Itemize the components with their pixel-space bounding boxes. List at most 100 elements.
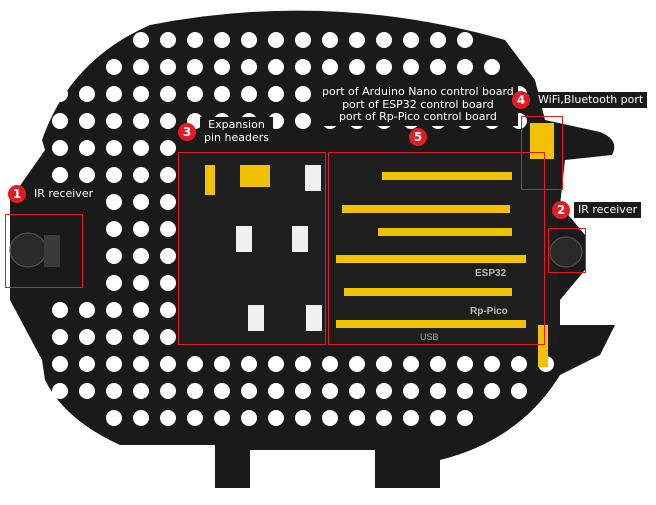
hole (133, 194, 149, 210)
callout-label-control-ports: port of Arduino Nano control board port … (318, 84, 518, 126)
hole (133, 113, 149, 129)
hole (376, 383, 392, 399)
hole (322, 383, 338, 399)
hole (133, 86, 149, 102)
hole (268, 383, 284, 399)
hole (160, 302, 176, 318)
hole (160, 248, 176, 264)
hole (106, 167, 122, 183)
hole (133, 248, 149, 264)
hole (79, 140, 95, 156)
hole (106, 248, 122, 264)
hole (160, 383, 176, 399)
hole (214, 410, 230, 426)
callout-number-2: 2 (552, 201, 570, 219)
hole (241, 32, 257, 48)
hole (268, 32, 284, 48)
hole (106, 86, 122, 102)
hole (79, 86, 95, 102)
hole (484, 356, 500, 372)
hole (106, 221, 122, 237)
hole (187, 356, 203, 372)
hole (430, 59, 446, 75)
hole (214, 32, 230, 48)
hole (187, 410, 203, 426)
hole (52, 356, 68, 372)
hole (133, 383, 149, 399)
hole (376, 410, 392, 426)
hole (295, 86, 311, 102)
hole (106, 410, 122, 426)
hole (295, 356, 311, 372)
hole (160, 194, 176, 210)
hole (106, 383, 122, 399)
hole (160, 32, 176, 48)
hole (457, 356, 473, 372)
hole (511, 356, 527, 372)
hole (322, 410, 338, 426)
hole (52, 113, 68, 129)
hole (268, 59, 284, 75)
callout-line: Expansion (208, 118, 265, 131)
hole (160, 221, 176, 237)
hole (133, 140, 149, 156)
hole (322, 356, 338, 372)
hole (268, 356, 284, 372)
wifi-port-box (521, 116, 563, 190)
hole (79, 383, 95, 399)
callout-2: 2 IR receiver (552, 201, 641, 219)
hole (133, 410, 149, 426)
callout-line: port of Rp-Pico control board (339, 110, 497, 123)
hole (457, 383, 473, 399)
hole (133, 167, 149, 183)
callout-label-ir-left: IR receiver (30, 186, 97, 203)
hole (241, 59, 257, 75)
hole (484, 59, 500, 75)
callout-5: port of Arduino Nano control board port … (318, 84, 518, 146)
hole (187, 59, 203, 75)
callout-3: 3 Expansion pin headers (178, 117, 273, 146)
hole (349, 59, 365, 75)
hole (214, 356, 230, 372)
hole (376, 32, 392, 48)
hole (52, 86, 68, 102)
hole (349, 356, 365, 372)
hole (79, 329, 95, 345)
hole (187, 383, 203, 399)
hole (160, 329, 176, 345)
callout-1: 1 IR receiver (8, 185, 97, 203)
hole (133, 32, 149, 48)
hole (133, 275, 149, 291)
hole (214, 383, 230, 399)
callout-number-5: 5 (409, 128, 427, 146)
hole (160, 140, 176, 156)
hole (160, 59, 176, 75)
expansion-headers-box (178, 152, 326, 345)
hole (484, 383, 500, 399)
hole (322, 32, 338, 48)
ir-right-box (548, 228, 586, 273)
hole (160, 410, 176, 426)
control-board-box (328, 152, 545, 345)
hole (214, 86, 230, 102)
callout-number-3: 3 (178, 123, 196, 141)
hole (295, 113, 311, 129)
hole (268, 410, 284, 426)
hole (376, 356, 392, 372)
hole (295, 410, 311, 426)
hole (430, 410, 446, 426)
hole (376, 59, 392, 75)
callout-line: port of Arduino Nano control board (322, 85, 514, 98)
hole (403, 383, 419, 399)
ir-left-box (5, 214, 83, 288)
hole (403, 356, 419, 372)
hole (106, 356, 122, 372)
hole (295, 32, 311, 48)
callout-4: 4 WiFi,Bluetooth port (512, 91, 647, 109)
hole (457, 410, 473, 426)
hole (241, 356, 257, 372)
callout-line: port of ESP32 control board (342, 98, 494, 111)
hole (268, 86, 284, 102)
callout-number-4: 4 (512, 91, 530, 109)
